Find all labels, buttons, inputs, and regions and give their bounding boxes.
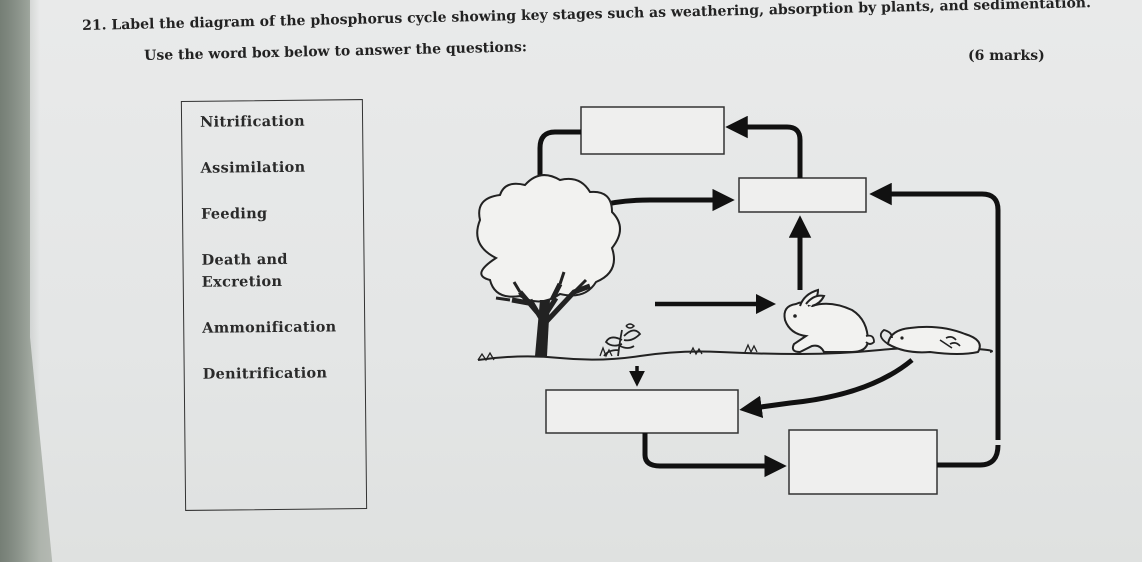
answer-box-2[interactable] xyxy=(738,177,867,213)
arrow-box3-to-box4 xyxy=(642,433,787,478)
marks-label: (6 marks) xyxy=(968,48,1045,64)
background-edge xyxy=(0,0,40,562)
answer-box-3[interactable] xyxy=(545,389,739,434)
plant-illustration xyxy=(603,323,642,357)
answer-box-4[interactable] xyxy=(788,429,938,495)
answer-box-1[interactable] xyxy=(580,106,725,155)
rabbit-illustration xyxy=(783,288,875,354)
arrow-box4-to-right xyxy=(937,444,1001,468)
dead-rabbit-illustration xyxy=(879,325,981,355)
arrow-box1-to-tree xyxy=(528,129,581,222)
arrow-box2-to-box1 xyxy=(725,115,803,178)
arrow-right-to-box2 xyxy=(869,182,1001,440)
tree-illustration xyxy=(476,174,621,357)
arrow-deadrabbit-to-box3 xyxy=(739,358,914,419)
